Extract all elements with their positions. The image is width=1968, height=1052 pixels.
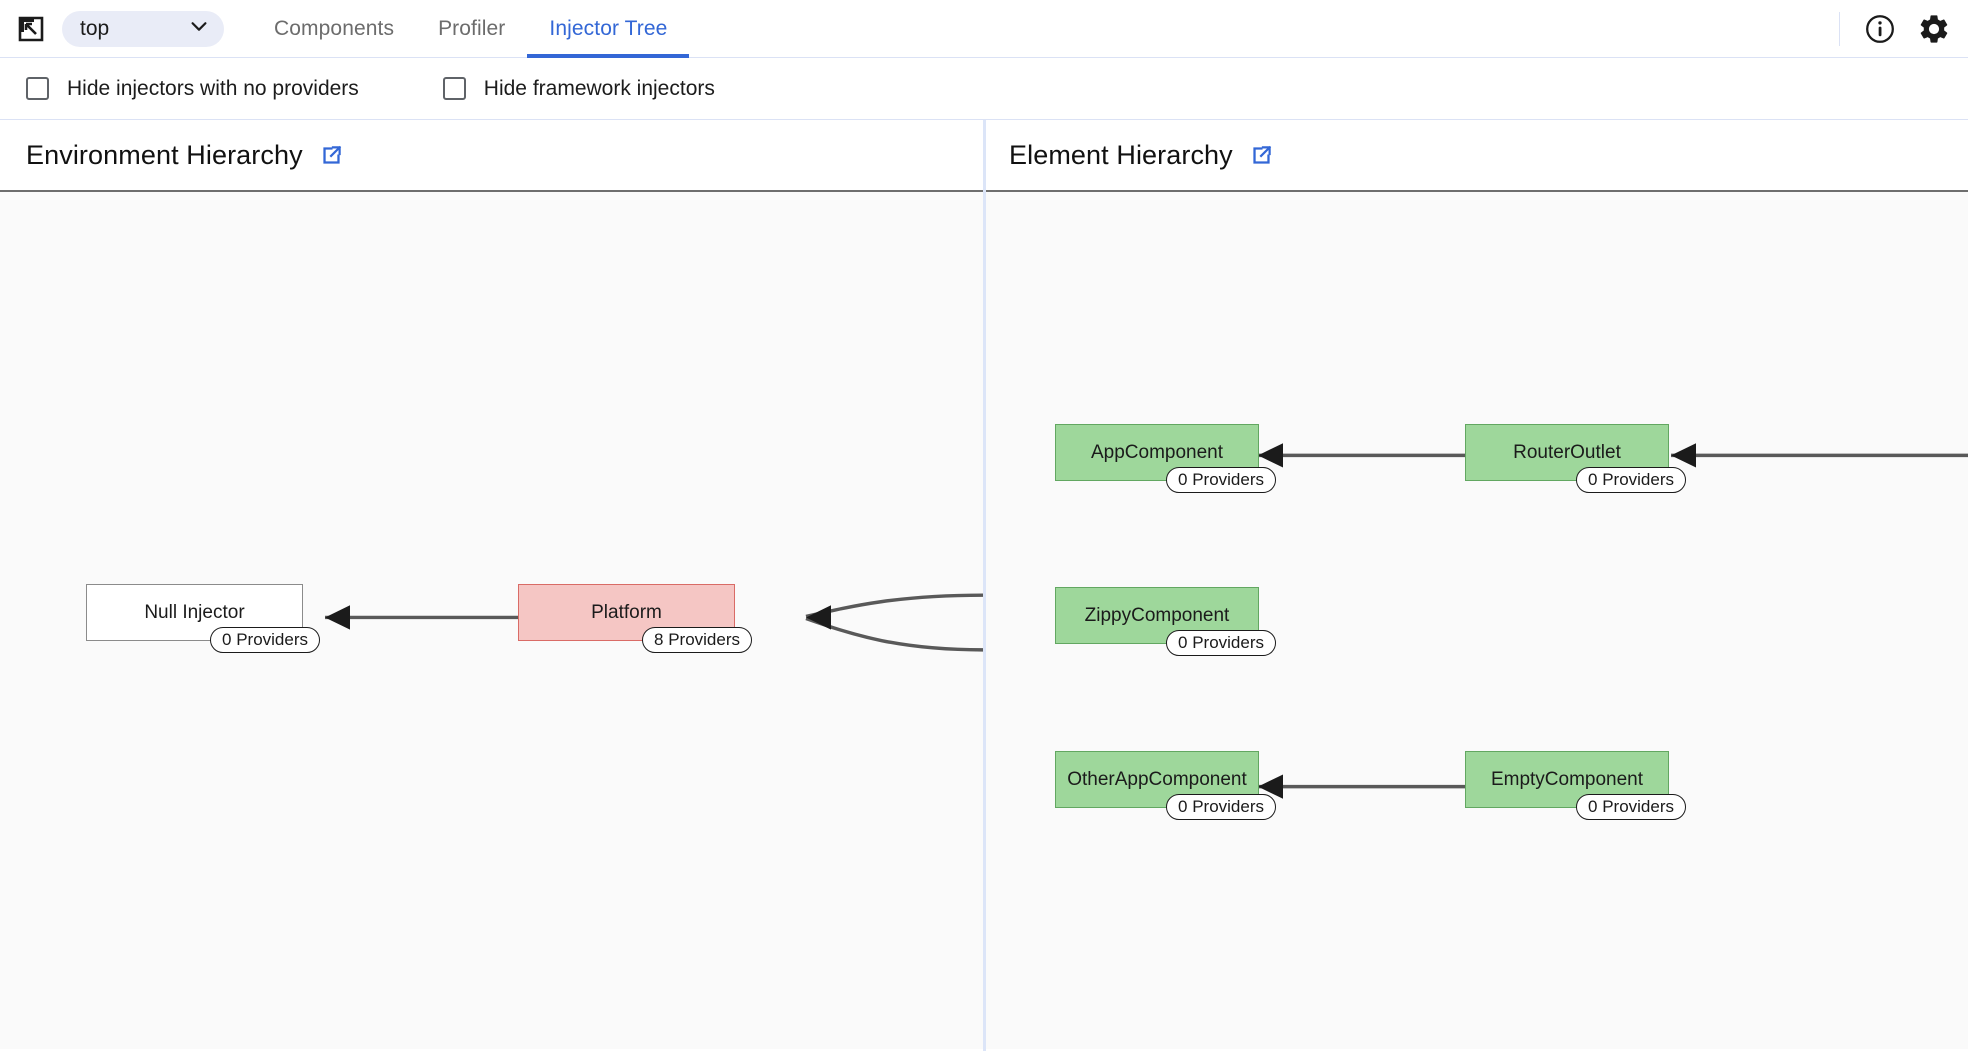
injector-node-label: Platform (591, 601, 662, 623)
toolbar-separator (1839, 12, 1840, 46)
chevron-down-icon (188, 15, 210, 42)
injector-node-label: ZippyComponent (1084, 604, 1230, 626)
providers-badge: 0 Providers (1576, 794, 1686, 820)
inspect-element-icon[interactable] (14, 12, 48, 46)
injector-node-zippycomponent[interactable]: ZippyComponent 0 Providers (1055, 587, 1276, 656)
tab-components-label: Components (274, 16, 395, 40)
environment-hierarchy-header: Environment Hierarchy (0, 120, 983, 192)
tab-profiler[interactable]: Profiler (416, 0, 527, 58)
injector-node-label: RouterOutlet (1513, 441, 1621, 463)
tab-components[interactable]: Components (252, 0, 416, 58)
injector-node-null-injector[interactable]: Null Injector 0 Providers (86, 584, 320, 653)
environment-graph-canvas[interactable]: Null Injector 0 Providers Platform 8 Pro… (0, 192, 983, 1049)
injector-node-label: Null Injector (144, 601, 245, 623)
injector-node-label: OtherAppComponent (1067, 768, 1247, 790)
frame-select[interactable]: top (62, 10, 224, 47)
checkbox-label: Hide framework injectors (483, 76, 715, 100)
element-hierarchy-panel: Element Hierarchy AppCom (983, 120, 1968, 1051)
open-in-new-icon[interactable] (1249, 142, 1275, 168)
injector-node-platform[interactable]: Platform 8 Providers (518, 584, 752, 653)
providers-badge: 0 Providers (1166, 794, 1276, 820)
tab-profiler-label: Profiler (438, 16, 506, 40)
gear-icon[interactable] (1916, 11, 1952, 47)
top-toolbar: top Components Profiler Injector Tree (0, 0, 1968, 58)
environment-hierarchy-panel: Environment Hierarchy Null Injector (0, 120, 983, 1051)
environment-hierarchy-title: Environment Hierarchy (26, 139, 303, 170)
injector-node-label: AppComponent (1090, 441, 1224, 463)
injector-node-otherappcomponent[interactable]: OtherAppComponent 0 Providers (1055, 751, 1276, 820)
frame-select-value: top (80, 16, 110, 40)
toolbar-actions (1839, 0, 1952, 58)
panel-divider[interactable] (983, 120, 986, 1051)
open-in-new-icon[interactable] (319, 142, 345, 168)
injector-node-appcomponent[interactable]: AppComponent 0 Providers (1055, 424, 1276, 493)
providers-badge: 0 Providers (1576, 467, 1686, 493)
tab-bar: Components Profiler Injector Tree (252, 0, 690, 58)
checkbox-box[interactable] (26, 77, 49, 100)
tab-injector-tree[interactable]: Injector Tree (527, 0, 690, 58)
injector-node-routeroutlet[interactable]: RouterOutlet 0 Providers (1465, 424, 1686, 493)
providers-badge: 0 Providers (1166, 467, 1276, 493)
injector-node-label: EmptyComponent (1490, 768, 1644, 790)
checkbox-box[interactable] (442, 77, 466, 100)
injector-node-emptycomponent[interactable]: EmptyComponent 0 Providers (1465, 751, 1686, 820)
checkbox-hide-framework-injectors[interactable]: Hide framework injectors (442, 76, 715, 101)
tab-injector-tree-label: Injector Tree (549, 16, 668, 40)
checkbox-label: Hide injectors with no providers (67, 76, 359, 100)
element-hierarchy-title: Element Hierarchy (1009, 139, 1233, 170)
info-circle-icon[interactable] (1862, 11, 1898, 47)
filter-row: Hide injectors with no providers Hide fr… (0, 58, 1968, 120)
providers-badge: 0 Providers (1166, 630, 1276, 656)
hierarchy-panels: Environment Hierarchy Null Injector (0, 120, 1968, 1051)
providers-badge: 8 Providers (642, 627, 752, 653)
providers-badge: 0 Providers (210, 627, 320, 653)
element-hierarchy-header: Element Hierarchy (983, 120, 1968, 192)
element-graph-canvas[interactable]: AppComponent 0 Providers RouterOutlet 0 … (983, 192, 1968, 1049)
checkbox-hide-injectors-with-no-providers[interactable]: Hide injectors with no providers (26, 77, 359, 101)
